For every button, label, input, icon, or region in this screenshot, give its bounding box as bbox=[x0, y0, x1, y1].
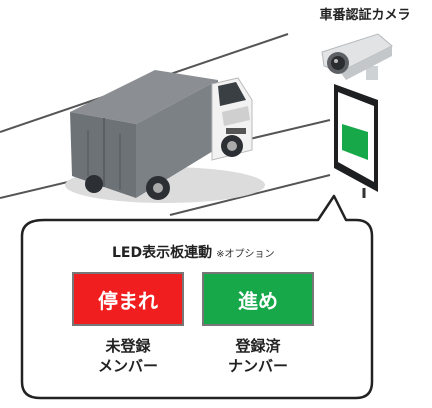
stop-sign-label: 停まれ bbox=[98, 288, 158, 313]
caption-line: 登録済 bbox=[235, 337, 281, 355]
option-note: ※オプション bbox=[216, 249, 275, 260]
go-sign-label: 進め bbox=[238, 288, 278, 313]
security-camera-icon bbox=[321, 33, 393, 80]
panel-title-text: LED表示板連動 bbox=[112, 245, 213, 261]
caption-line: 未登録 bbox=[105, 337, 151, 355]
caption-line: ナンバー bbox=[227, 357, 288, 375]
truck-icon bbox=[65, 70, 265, 203]
registered-caption: 登録済 ナンバー bbox=[202, 336, 314, 376]
unregistered-caption: 未登録 メンバー bbox=[72, 336, 184, 376]
caption-line: メンバー bbox=[97, 357, 158, 375]
led-panel-title: LED表示板連動※オプション bbox=[112, 242, 352, 262]
stop-sign: 停まれ bbox=[72, 272, 184, 326]
go-sign: 進め bbox=[202, 272, 314, 326]
led-board-icon bbox=[334, 84, 378, 198]
road-line-bottom bbox=[169, 174, 331, 216]
camera-label: 車番認証カメラ bbox=[319, 8, 411, 23]
speech-bubble bbox=[20, 194, 374, 400]
